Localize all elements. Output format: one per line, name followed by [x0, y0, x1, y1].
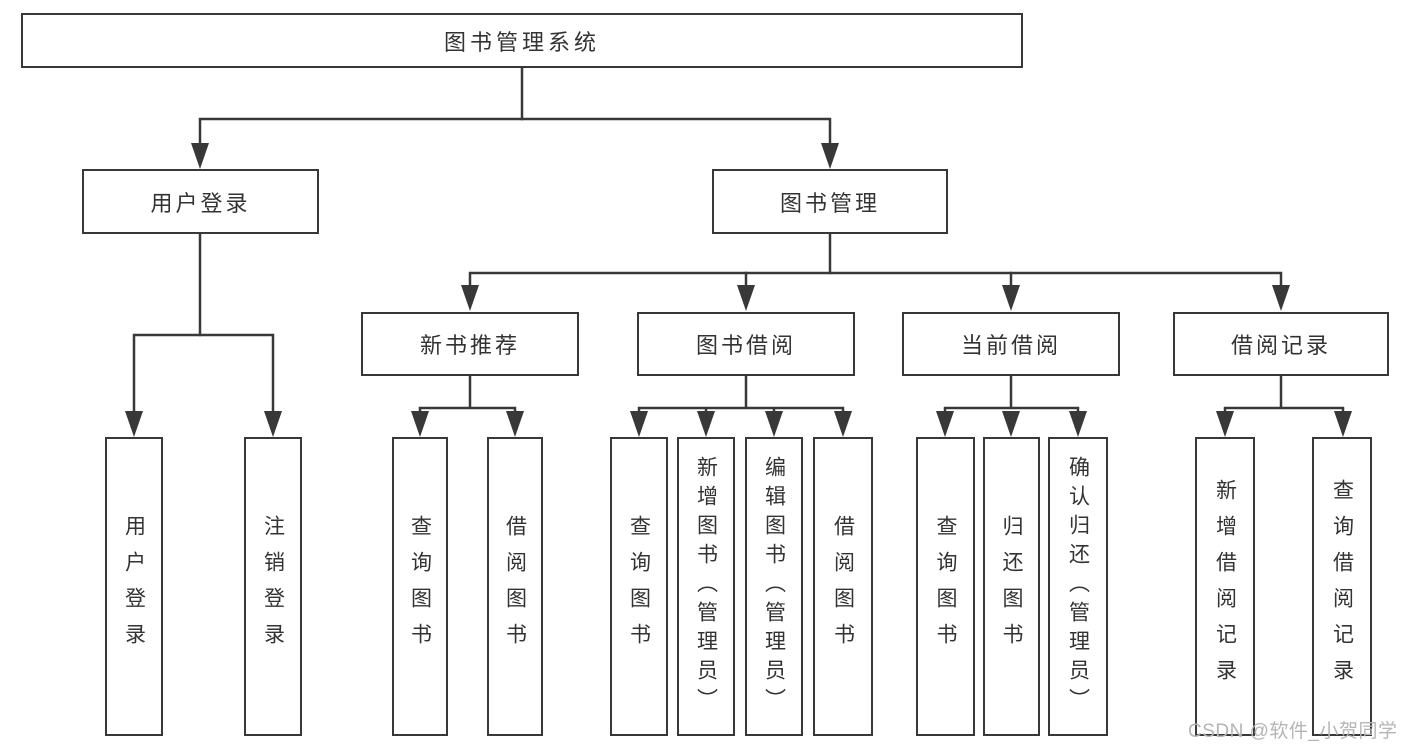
node-library-management-system: 图书管理系统 — [21, 13, 1023, 68]
node-current-borrowing: 当前借阅 — [902, 312, 1120, 376]
node-borrowing-records: 借阅记录 — [1173, 312, 1389, 376]
node-label: 图书管理 — [779, 190, 880, 216]
node-label: 查询图书 — [408, 514, 432, 659]
node-leaf-query-books-borrow: 查询图书 — [610, 437, 668, 736]
node-label: 归还图书 — [1000, 514, 1023, 659]
node-new-book-recommendation: 新书推荐 — [361, 312, 579, 376]
node-book-management: 图书管理 — [712, 169, 948, 234]
node-user-login: 用户登录 — [82, 169, 319, 234]
node-leaf-query-borrow-record: 查询借阅记录 — [1312, 437, 1372, 736]
node-label: 借阅图书 — [831, 514, 855, 659]
node-leaf-logout: 注销登录 — [244, 437, 302, 736]
node-leaf-add-borrow-record: 新增借阅记录 — [1195, 437, 1255, 736]
node-label: 确认归还（管理员） — [1066, 456, 1090, 717]
node-leaf-return-books: 归还图书 — [983, 437, 1040, 736]
node-label: 图书借阅 — [695, 333, 796, 358]
watermark: CSDN @软件_小贺同学 — [1188, 721, 1398, 742]
node-leaf-user-login: 用户登录 — [105, 437, 163, 736]
node-leaf-edit-books-admin: 编辑图书（管理员） — [745, 437, 803, 736]
node-label: 用户登录 — [122, 514, 146, 659]
node-label: 查询借阅记录 — [1330, 478, 1354, 695]
node-label: 新增借阅记录 — [1213, 478, 1237, 695]
node-label: 图书管理系统 — [443, 29, 600, 55]
node-label: 借阅图书 — [503, 514, 527, 659]
node-label: 查询图书 — [934, 514, 957, 659]
node-leaf-confirm-return-admin: 确认归还（管理员） — [1048, 437, 1108, 736]
node-leaf-borrow-books-rec: 借阅图书 — [487, 437, 543, 736]
node-leaf-query-books-rec: 查询图书 — [392, 437, 448, 736]
node-leaf-query-books-current: 查询图书 — [916, 437, 975, 736]
node-label: 注销登录 — [261, 514, 285, 659]
node-label: 借阅记录 — [1230, 333, 1331, 358]
node-label: 用户登录 — [150, 190, 251, 216]
node-label: 编辑图书（管理员） — [762, 456, 786, 717]
node-label: 新增图书（管理员） — [694, 456, 718, 717]
node-label: 查询图书 — [627, 514, 651, 659]
node-leaf-add-books-admin: 新增图书（管理员） — [677, 437, 735, 736]
node-label: 当前借阅 — [960, 333, 1061, 358]
node-book-borrowing: 图书借阅 — [637, 312, 855, 376]
node-leaf-borrow-books: 借阅图书 — [813, 437, 873, 736]
node-label: 新书推荐 — [419, 333, 520, 358]
